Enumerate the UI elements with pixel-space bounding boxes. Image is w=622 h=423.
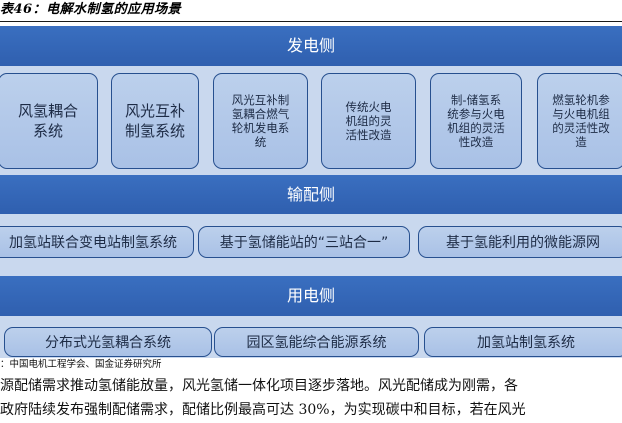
section-panel-consumption: 分布式光氢耦合系统 园区氢能综合能源系统 加氢站制氢系统 bbox=[0, 316, 622, 358]
source-note: ：中国电机工程学会、国金证券研究所 bbox=[0, 359, 162, 370]
generation-item-storage-retrofit: 制-储氢系 统参与火电 机组的灵活 性改造 bbox=[430, 73, 522, 169]
section-header-generation: 发电侧 bbox=[0, 26, 622, 66]
caption-divider bbox=[0, 21, 622, 22]
distribution-item-three-in-one: 基于氢储能站的“三站合一” bbox=[198, 226, 410, 258]
consumption-item-station: 加氢站制氢系统 bbox=[424, 327, 622, 357]
section-header-distribution: 输配侧 bbox=[0, 175, 622, 214]
section-header-consumption: 用电侧 bbox=[0, 276, 622, 316]
body-text-line: 政府陆续发布强制配储需求，配储比例最高可达 30%，为实现碳中和目标，若在风光 bbox=[0, 402, 526, 418]
distribution-item-micro-grid: 基于氢能利用的微能源网 bbox=[418, 226, 622, 258]
consumption-item-park-energy: 园区氢能综合能源系统 bbox=[214, 327, 419, 357]
generation-item-wind-solar-hydrogen: 风光互补 制氢系统 bbox=[111, 73, 199, 169]
section-panel-generation: 风氢耦合 系统 风光互补 制氢系统 风光互补制 氢耦合燃气 轮机发电系 统 传统… bbox=[0, 66, 622, 175]
generation-item-thermal-retrofit: 传统火电 机组的灵 活性改造 bbox=[321, 73, 416, 169]
generation-item-gas-turbine: 风光互补制 氢耦合燃气 轮机发电系 统 bbox=[213, 73, 308, 169]
distribution-item-substation: 加氢站联合变电站制氢系统 bbox=[0, 226, 194, 258]
section-panel-distribution: 加氢站联合变电站制氢系统 基于氢储能站的“三站合一” 基于氢能利用的微能源网 bbox=[0, 214, 622, 276]
consumption-item-distributed-pv: 分布式光氢耦合系统 bbox=[4, 327, 212, 357]
table-caption: 表46：电解水制氢的应用场景 bbox=[0, 2, 182, 17]
generation-item-hydrogen-turbine: 燃氢轮机参 与火电机组 的灵活性改 造 bbox=[537, 73, 622, 169]
body-text-line: 源配储需求推动氢储能放量，风光氢储一体化项目逐步落地。风光配储成为刚需，各 bbox=[0, 378, 518, 394]
generation-item-wind-hydrogen: 风氢耦合 系统 bbox=[0, 73, 98, 169]
